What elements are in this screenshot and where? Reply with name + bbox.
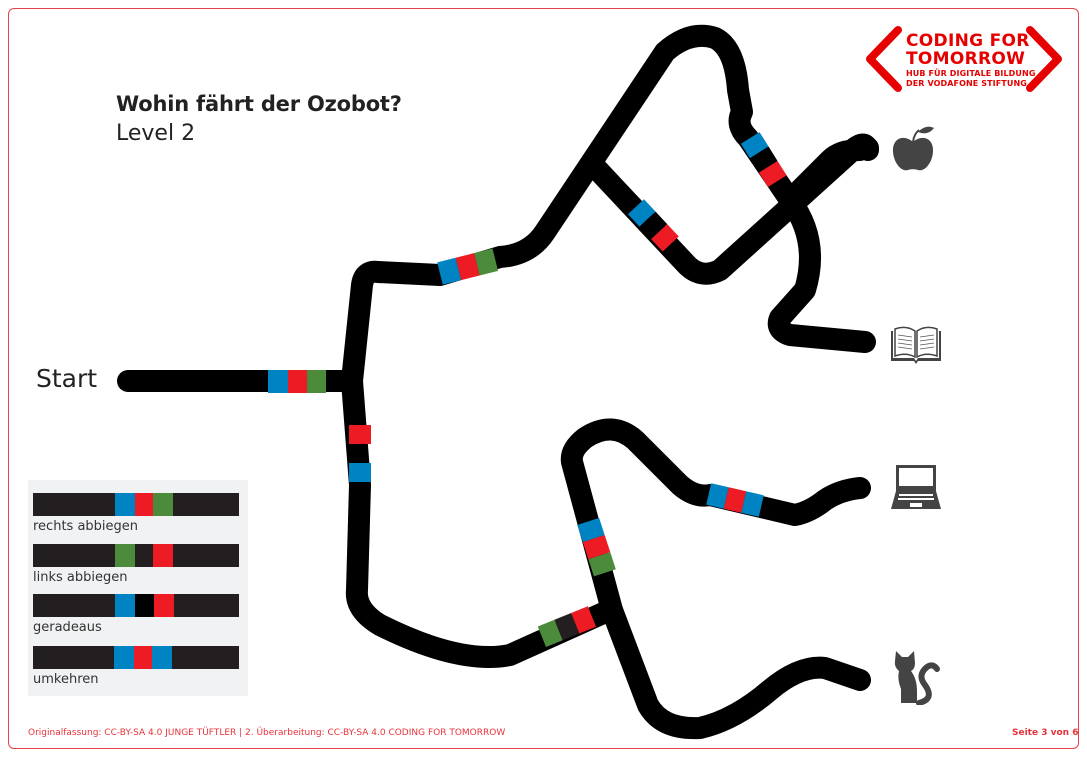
logo-line-4: DER VODAFONE STIFTUNG	[906, 79, 1027, 88]
laptop-icon	[891, 465, 941, 509]
legend-code-bar	[33, 594, 239, 617]
color-code-legend: rechts abbiegen links abbiegen geradeaus…	[28, 480, 248, 696]
apple-icon	[892, 126, 934, 171]
legend-label: geradeaus	[33, 620, 102, 635]
logo-line-1: CODING FOR	[906, 31, 1030, 51]
legend-code-bar	[33, 493, 239, 516]
track-cat	[601, 599, 871, 740]
code-laptop-path	[706, 483, 764, 517]
coding-for-tomorrow-logo	[866, 26, 1062, 92]
legend-item-u-turn: umkehren	[33, 646, 239, 687]
code-upper-branch	[437, 248, 499, 285]
code-upper-right-diagonal	[740, 132, 787, 188]
track-trunk-down	[341, 370, 621, 668]
code-start-straight	[268, 370, 326, 393]
start-label: Start	[36, 364, 98, 393]
code-upper-left-diagonal	[627, 199, 679, 252]
legend-label: rechts abbiegen	[33, 519, 139, 534]
license-footer: Originalfassung: CC-BY-SA 4.0 JUNGE TÜFT…	[28, 728, 506, 738]
legend-item-straight: geradeaus	[33, 594, 239, 635]
track-book	[767, 189, 876, 353]
page-subtitle: Level 2	[116, 121, 196, 146]
track-trunk-up	[341, 24, 801, 392]
track-apple-end	[779, 139, 871, 211]
code-lower-vertical	[577, 517, 616, 577]
legend-code-bar	[33, 544, 239, 567]
cat-icon	[894, 651, 940, 705]
legend-item-right-turn: rechts abbiegen	[33, 493, 239, 534]
logo-line-3: HUB FÜR DIGITALE BILDUNG	[906, 69, 1036, 78]
code-vertical-trunk	[349, 425, 371, 482]
legend-code-bar	[33, 646, 239, 669]
page-frame	[8, 8, 1079, 749]
track-lower-vertical	[560, 418, 871, 621]
legend-label: links abbiegen	[33, 570, 128, 585]
legend-item-left-turn: links abbiegen	[33, 544, 239, 585]
page-number: Seite 3 von 6	[1012, 728, 1079, 738]
logo-line-2: TOMORROW	[906, 49, 1026, 69]
logo-text: CODING FOR TOMORROW HUB FÜR DIGITALE BIL…	[906, 33, 1036, 88]
book-icon	[891, 326, 941, 364]
code-lower-branch	[537, 606, 597, 647]
legend-label: umkehren	[33, 672, 99, 687]
page-title: Wohin fährt der Ozobot?	[116, 92, 402, 116]
